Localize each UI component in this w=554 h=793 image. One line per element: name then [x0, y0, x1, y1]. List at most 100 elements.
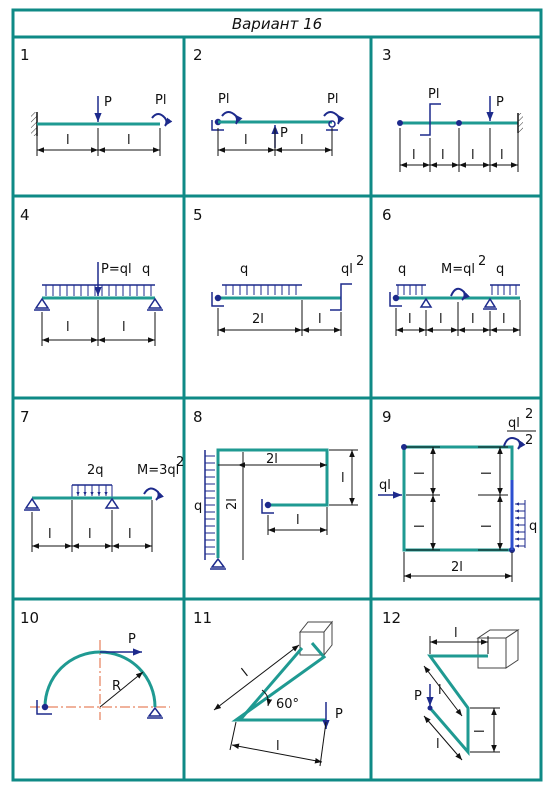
svg-text:2q: 2q	[87, 463, 104, 478]
svg-text:P: P	[335, 707, 343, 722]
problem-number: 1	[20, 46, 30, 64]
svg-text:60°: 60°	[276, 697, 299, 712]
moment-arrow-left	[221, 111, 243, 125]
problem-3: 3 Pl P l l l l	[382, 46, 523, 172]
svg-text:11: 11	[193, 609, 212, 627]
svg-text:9: 9	[382, 408, 392, 426]
svg-text:l: l	[276, 739, 280, 754]
wall-block	[298, 620, 334, 657]
svg-text:l: l	[480, 524, 495, 528]
svg-text:P: P	[414, 689, 422, 704]
problem-8: 8 q 2l 2l l l	[193, 408, 358, 570]
support-mid	[419, 297, 433, 308]
svg-text:P: P	[104, 95, 112, 110]
svg-text:l: l	[244, 133, 248, 148]
svg-text:l: l	[502, 312, 506, 327]
svg-text:ql: ql	[341, 262, 353, 277]
svg-text:2: 2	[478, 254, 486, 269]
grid-frame	[11, 8, 543, 782]
problem-6: 6 q q M=ql 2 l l	[382, 206, 521, 336]
frame	[402, 445, 514, 552]
moment-arrow-right	[323, 111, 345, 125]
svg-text:q: q	[194, 499, 202, 514]
frame	[216, 448, 329, 558]
svg-text:2l: 2l	[266, 452, 278, 467]
problem-4: 4 P=ql q l l	[20, 206, 163, 346]
support-bottom	[210, 557, 226, 568]
svg-text:l: l	[441, 148, 445, 163]
svg-text:l: l	[438, 683, 442, 698]
svg-text:3: 3	[382, 46, 392, 64]
svg-text:7: 7	[20, 408, 30, 426]
hinge	[456, 120, 462, 126]
svg-text:2l: 2l	[451, 560, 463, 575]
svg-text:l: l	[300, 133, 304, 148]
svg-text:P: P	[128, 632, 136, 647]
distributed-load	[515, 500, 526, 548]
svg-text:l: l	[88, 527, 92, 542]
svg-text:P: P	[280, 126, 288, 141]
support-left	[34, 297, 50, 309]
radius-line	[99, 671, 144, 708]
svg-text:Pl: Pl	[428, 87, 439, 102]
wall-block	[476, 629, 520, 669]
svg-text:q: q	[142, 262, 150, 277]
distributed-load	[205, 455, 215, 555]
svg-text:l: l	[66, 320, 70, 335]
support-right	[147, 297, 163, 309]
svg-text:4: 4	[20, 206, 30, 224]
svg-text:R: R	[112, 679, 121, 694]
svg-text:q: q	[529, 519, 537, 534]
svg-text:2: 2	[193, 46, 203, 64]
fixed-pin-support	[261, 499, 274, 514]
problem-5: 5 q ql 2 2l l	[193, 206, 364, 336]
distributed-load-left	[397, 285, 423, 295]
problem-1: 1 P Pl l l	[20, 46, 173, 156]
distributed-load	[76, 485, 108, 496]
svg-text:l: l	[48, 527, 52, 542]
svg-text:l: l	[413, 471, 428, 475]
problem-11: 11 P 60° l l	[193, 609, 343, 767]
svg-text:l: l	[128, 527, 132, 542]
svg-text:ql: ql	[508, 416, 520, 431]
problem-7: 7 2q M=3ql 2 l l l	[20, 408, 184, 552]
svg-text:M=3ql: M=3ql	[137, 463, 179, 478]
moment-arrow	[143, 487, 164, 501]
svg-text:2l: 2l	[225, 498, 240, 510]
moment-arrow	[503, 437, 526, 450]
svg-text:l: l	[471, 312, 475, 327]
svg-text:2: 2	[176, 455, 184, 470]
svg-text:P: P	[496, 95, 504, 110]
svg-text:l: l	[480, 471, 495, 475]
svg-text:q: q	[240, 262, 248, 277]
svg-text:2: 2	[356, 254, 364, 269]
svg-text:l: l	[471, 148, 475, 163]
header-title: Вариант 16	[232, 15, 322, 33]
svg-text:l: l	[122, 320, 126, 335]
distributed-load-right	[491, 285, 517, 295]
svg-text:l: l	[66, 133, 70, 148]
svg-text:l: l	[454, 626, 458, 641]
svg-text:2l: 2l	[252, 312, 264, 327]
svg-text:2: 2	[525, 407, 533, 422]
svg-text:l: l	[408, 312, 412, 327]
moment-symbol	[420, 103, 441, 136]
moment-symbol	[330, 283, 352, 311]
svg-text:l: l	[436, 737, 440, 752]
svg-text:ql: ql	[379, 478, 391, 493]
svg-text:l: l	[296, 513, 300, 528]
svg-text:l: l	[412, 148, 416, 163]
fixed-pin-support	[389, 292, 402, 307]
dimension-lines	[36, 128, 161, 156]
problem-10: 10 R P	[20, 609, 170, 720]
svg-text:l: l	[239, 666, 251, 680]
svg-text:8: 8	[193, 408, 203, 426]
support-mid	[104, 497, 120, 509]
svg-text:2: 2	[525, 433, 533, 448]
svg-text:l: l	[439, 312, 443, 327]
moment-arrow	[450, 287, 470, 301]
svg-text:q: q	[496, 262, 504, 277]
svg-text:l: l	[473, 729, 488, 733]
svg-text:10: 10	[20, 609, 39, 627]
support-right	[147, 706, 163, 717]
